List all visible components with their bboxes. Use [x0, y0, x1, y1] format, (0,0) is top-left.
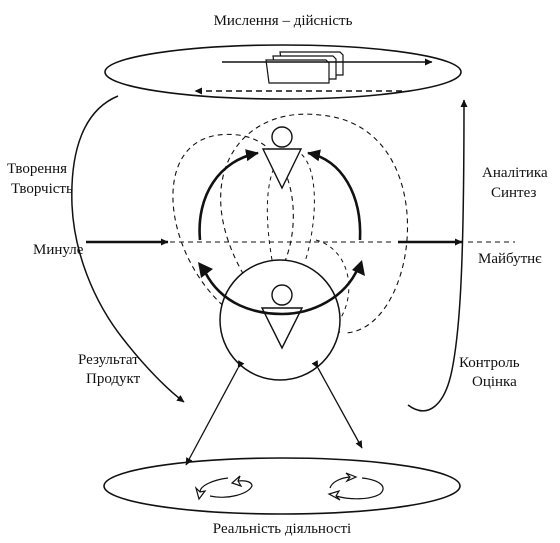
label-past: Минуле — [33, 241, 83, 259]
label-synthesis: Синтез — [491, 184, 536, 202]
label-creation: Творення — [7, 160, 67, 178]
rotation-arrow-left-icon — [196, 476, 252, 499]
upper-right-curved-arrow — [308, 153, 360, 240]
left-double-arrow — [186, 368, 238, 465]
label-product: Продукт — [86, 370, 140, 388]
lower-figure-head — [272, 285, 292, 305]
upper-figure-body — [263, 149, 301, 188]
right-double-arrow — [318, 368, 362, 448]
label-analytics: Аналітика — [482, 164, 548, 182]
upper-figure-head — [272, 127, 292, 147]
rotation-arrow-right-icon — [329, 473, 383, 500]
document-stack-icon — [266, 52, 343, 83]
bottom-activity-ellipse — [104, 458, 460, 514]
label-control: Контроль — [459, 354, 520, 372]
label-creativity: Творчість — [11, 180, 73, 198]
bottom-title: Реальність діяльності — [213, 520, 351, 538]
label-result: Результат — [78, 351, 139, 369]
upper-left-curved-arrow — [200, 153, 258, 240]
label-evaluation: Оцінка — [472, 373, 517, 391]
right-analytics-curve — [408, 100, 464, 411]
top-title: Мислення – дійсність — [214, 12, 353, 30]
label-future: Майбутнє — [478, 250, 542, 268]
